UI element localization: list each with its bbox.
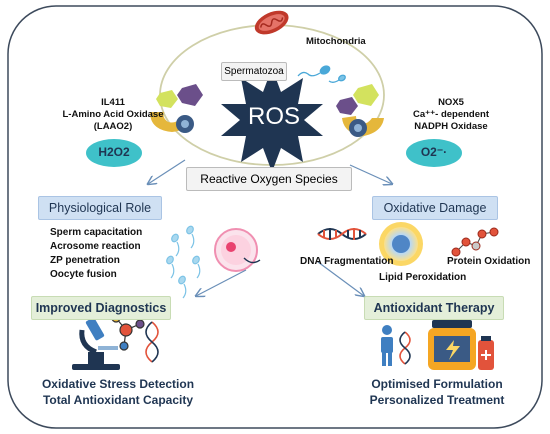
right-enzyme-icon	[336, 84, 384, 137]
physio-item-4: Oocyte fusion	[50, 269, 117, 280]
therapy-line2: Personalized Treatment	[369, 393, 505, 407]
small-bottle-icon	[478, 336, 494, 370]
mitochondria-label: Mitochondria	[306, 36, 366, 47]
ros-title: ROS	[248, 103, 301, 130]
protein-chain-icon	[451, 227, 499, 257]
oxidative-damage-heading: Oxidative Damage	[372, 196, 498, 220]
superoxide-badge: O2⁻·	[420, 145, 448, 159]
dna-fragmentation-label: DNA Fragmentation	[300, 256, 394, 267]
ros-burst-icon	[221, 68, 323, 172]
physiological-role-heading: Physiological Role	[38, 196, 162, 220]
protein-oxidation-label: Protein Oxidation	[447, 256, 531, 267]
supplement-bottle-icon	[428, 320, 476, 370]
dna-small-icon	[145, 321, 159, 363]
left-enzyme-line1: IL411	[101, 97, 125, 108]
right-enzyme-line2: Ca⁺⁺- dependent	[412, 109, 489, 120]
h2o2-badge: H2O2	[98, 145, 130, 159]
left-enzyme-line3: (LAAO2)	[93, 121, 133, 132]
spermatozoa-label: Spermatozoa	[221, 62, 287, 81]
antioxidant-therapy-heading: Antioxidant Therapy	[364, 296, 504, 320]
dna-therapy-icon	[399, 331, 411, 365]
left-enzyme-line2: L-Amino Acid Oxidase	[62, 109, 164, 120]
left-enzyme-icon	[150, 84, 203, 133]
superoxide-badge-shape	[406, 139, 462, 167]
h2o2-badge-shape	[86, 139, 142, 167]
mitochondria-icon	[254, 10, 289, 35]
diagnostics-line2: Total Antioxidant Capacity	[42, 393, 193, 407]
reactive-oxygen-species-box: Reactive Oxygen Species	[186, 167, 352, 191]
arrow-to-physiological	[148, 159, 186, 184]
oocyte-icon	[214, 228, 261, 272]
diagnostics-line1: Oxidative Stress Detection	[41, 377, 195, 391]
lipid-peroxidation-label: Lipid Peroxidation	[379, 272, 467, 283]
arrow-to-oxidative	[349, 164, 392, 184]
arrow-to-diagnostics	[196, 269, 247, 296]
therapy-line1: Optimised Formulation	[371, 377, 503, 391]
improved-diagnostics-heading: Improved Diagnostics	[31, 296, 171, 320]
sperm-cell-icon	[297, 65, 346, 83]
right-enzyme-line1: NOX5	[438, 97, 464, 108]
physio-item-3: ZP penetration	[50, 255, 120, 266]
person-icon	[381, 325, 393, 366]
right-enzyme-line3: NADPH Oxidase	[414, 121, 488, 132]
lipid-particle-icon	[379, 222, 423, 266]
physio-item-2: Acrosome reaction	[50, 241, 141, 252]
microscope-icon	[72, 317, 120, 370]
sperm-cluster-icon	[166, 225, 201, 299]
physio-item-1: Sperm capacitation	[50, 227, 143, 238]
arrow-to-therapy	[317, 261, 364, 296]
dna-helix-icon	[317, 228, 367, 240]
